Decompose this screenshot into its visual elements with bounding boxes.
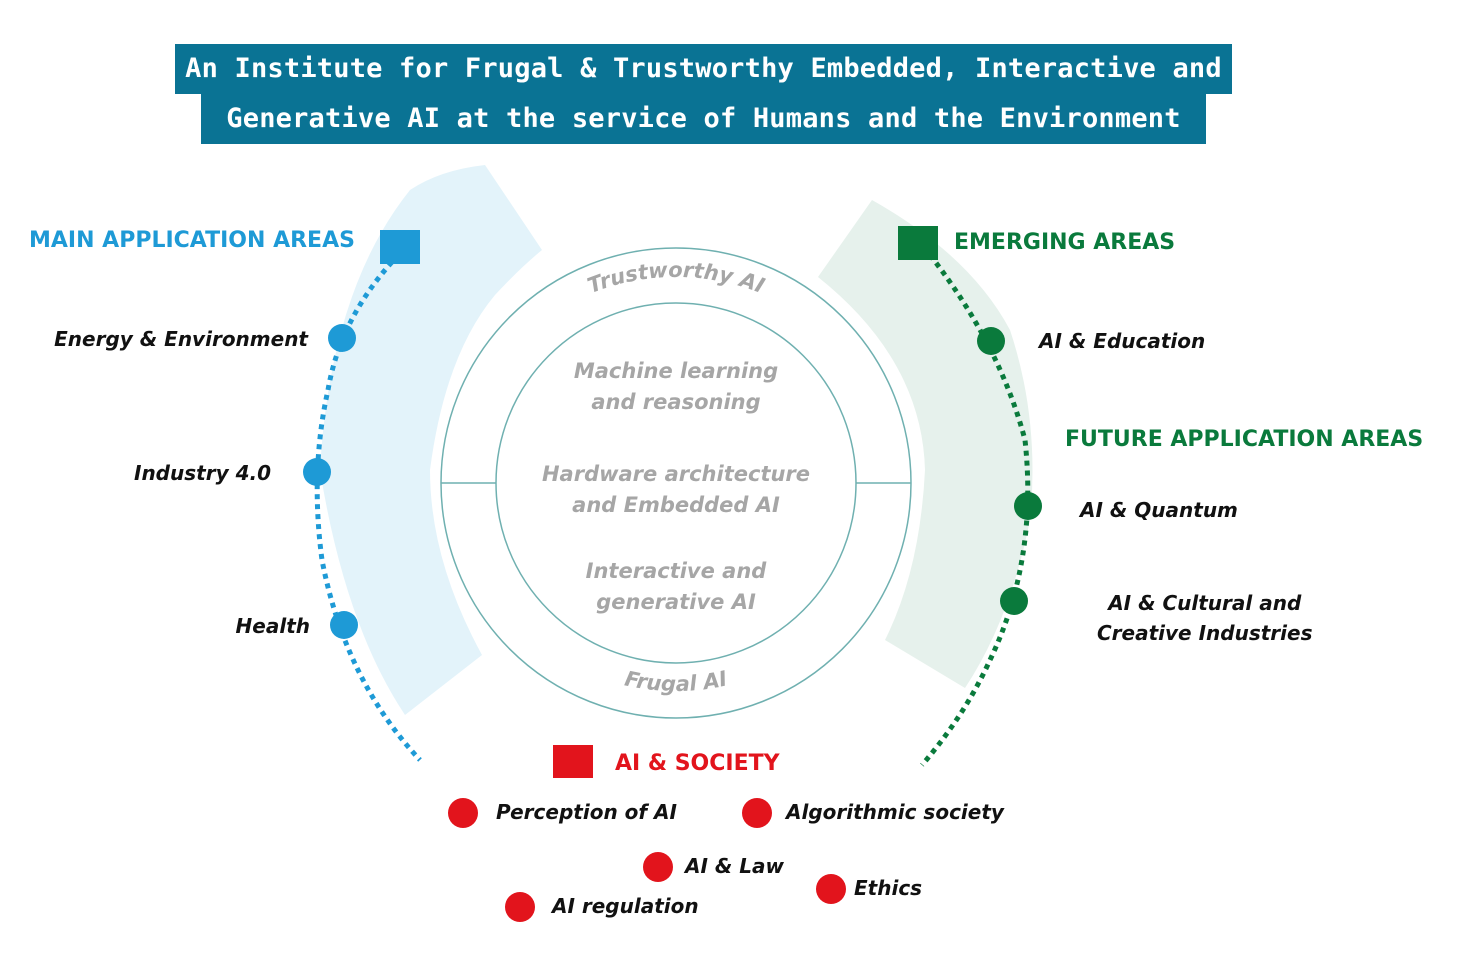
future-item-cultural: AI & Cultural and Creative Industries xyxy=(1097,588,1312,648)
perception-dot xyxy=(448,798,478,828)
core-ml-line2: and reasoning xyxy=(591,390,761,414)
regulation-dot xyxy=(505,892,535,922)
title-line-2: Generative AI at the service of Humans a… xyxy=(201,94,1206,144)
law-dot xyxy=(643,852,673,882)
main-item-industry: Industry 4.0 xyxy=(134,461,271,485)
title-line-1: An Institute for Frugal & Trustworthy Em… xyxy=(175,44,1232,94)
future-item-quantum: AI & Quantum xyxy=(1080,498,1238,522)
main-areas-heading: MAIN APPLICATION AREAS xyxy=(29,228,355,253)
ethics-dot xyxy=(816,874,846,904)
main-item-health: Health xyxy=(235,614,310,638)
society-heading: AI & SOCIETY xyxy=(615,751,780,776)
core-ml-line1: Machine learning xyxy=(573,359,779,383)
future-item-cultural-line1: AI & Cultural and xyxy=(1108,591,1302,615)
society-item-regulation: AI regulation xyxy=(552,894,699,918)
frugal-ai-label: Frugal AI xyxy=(623,666,730,696)
main-item-energy: Energy & Environment xyxy=(54,327,308,351)
industry-dot xyxy=(303,458,331,486)
core-hw-line1: Hardware architecture xyxy=(541,462,811,486)
future-areas-heading: FUTURE APPLICATION AREAS xyxy=(1065,427,1424,452)
core-int-line2: generative AI xyxy=(596,590,756,614)
future-item-cultural-line2: Creative Industries xyxy=(1097,621,1313,645)
health-dot xyxy=(330,611,358,639)
core-int-line1: Interactive and xyxy=(585,559,767,583)
core-ml-reasoning: Machine learning and reasoning xyxy=(526,356,826,418)
algorithmic-dot xyxy=(742,798,772,828)
society-item-ethics: Ethics xyxy=(854,876,923,900)
cultural-dot xyxy=(1000,587,1028,615)
main-areas-band xyxy=(320,165,542,715)
education-dot xyxy=(977,327,1005,355)
core-hw-line2: and Embedded AI xyxy=(572,493,780,517)
society-item-algorithmic: Algorithmic society xyxy=(786,800,1004,824)
society-item-perception: Perception of AI xyxy=(496,800,677,824)
core-hardware: Hardware architecture and Embedded AI xyxy=(516,459,836,521)
trustworthy-ai-label: Trustworthy AI xyxy=(584,258,768,298)
main-areas-square-marker xyxy=(380,230,420,264)
emerging-areas-square-marker xyxy=(898,226,938,260)
energy-dot xyxy=(328,324,356,352)
emerging-item-education: AI & Education xyxy=(1039,329,1206,353)
society-item-law: AI & Law xyxy=(685,854,785,878)
emerging-areas-band xyxy=(818,200,1033,688)
society-square-marker xyxy=(553,745,593,778)
quantum-dot xyxy=(1014,492,1042,520)
emerging-areas-heading: EMERGING AREAS xyxy=(954,230,1176,255)
core-interactive: Interactive and generative AI xyxy=(526,556,826,618)
